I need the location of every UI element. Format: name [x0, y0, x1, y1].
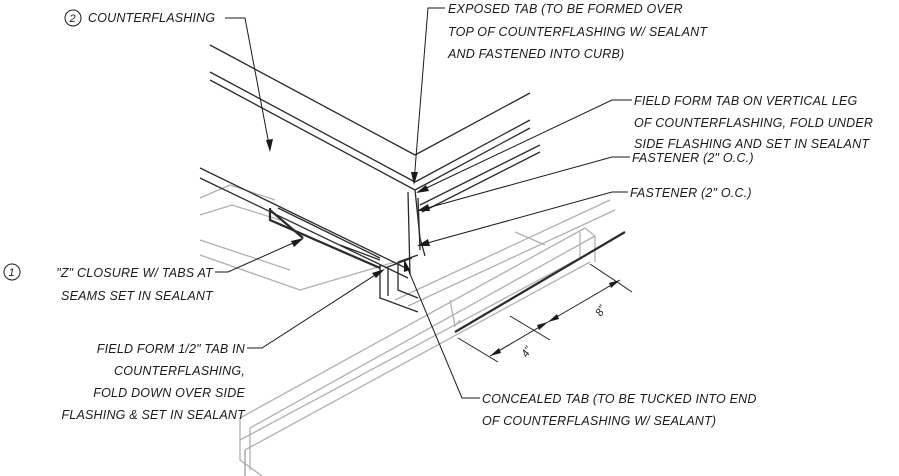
- label-counterflashing: COUNTERFLASHING: [88, 11, 215, 25]
- label-line: COUNTERFLASHING,: [114, 364, 245, 378]
- callout-circle-2: 2: [64, 9, 82, 27]
- label-exposed-tab: EXPOSED TAB (TO BE FORMED OVER TOP OF CO…: [447, 2, 708, 61]
- callout-circle-1: 1: [3, 263, 21, 281]
- label-line: TOP OF COUNTERFLASHING W/ SEALANT: [448, 25, 708, 39]
- label-line: FOLD DOWN OVER SIDE: [93, 386, 245, 400]
- dimension-8-label: 8": [593, 303, 609, 319]
- label-line: OF COUNTERFLASHING, FOLD UNDER: [634, 116, 873, 130]
- label-field-form-half-tab: FIELD FORM 1/2" TAB IN COUNTERFLASHING, …: [61, 342, 246, 422]
- dimensions: 4" 8": [457, 263, 633, 363]
- label-z-closure: "Z" CLOSURE W/ TABS AT SEAMS SET IN SEAL…: [56, 266, 214, 303]
- label-field-form-tab-vertical: FIELD FORM TAB ON VERTICAL LEG OF COUNTE…: [634, 94, 873, 151]
- label-line: FLASHING & SET IN SEALANT: [61, 408, 246, 422]
- label-line: AND FASTENED INTO CURB): [447, 47, 624, 61]
- label-fastener-2: FASTENER (2" O.C.): [630, 186, 752, 200]
- leaders: [215, 7, 632, 399]
- callout-number-2: 2: [69, 13, 76, 25]
- counterflashing-dark: [199, 44, 626, 333]
- label-fastener-1: FASTENER (2" O.C.): [632, 151, 754, 165]
- callout-number-1: 1: [9, 267, 15, 279]
- label-line: CONCEALED TAB (TO BE TUCKED INTO END: [482, 392, 757, 406]
- dimension-4-label: 4": [519, 344, 535, 360]
- label-concealed-tab: CONCEALED TAB (TO BE TUCKED INTO END OF …: [482, 392, 757, 428]
- label-line: FIELD FORM TAB ON VERTICAL LEG: [634, 94, 857, 108]
- label-line: "Z" CLOSURE W/ TABS AT: [56, 266, 214, 280]
- label-line: FIELD FORM 1/2" TAB IN: [97, 342, 246, 356]
- label-line: SIDE FLASHING AND SET IN SEALANT: [634, 137, 870, 151]
- label-line: SEAMS SET IN SEALANT: [61, 289, 214, 303]
- label-line: OF COUNTERFLASHING W/ SEALANT): [482, 414, 716, 428]
- side-flashing-gray: [199, 184, 616, 476]
- label-line: EXPOSED TAB (TO BE FORMED OVER: [448, 2, 683, 16]
